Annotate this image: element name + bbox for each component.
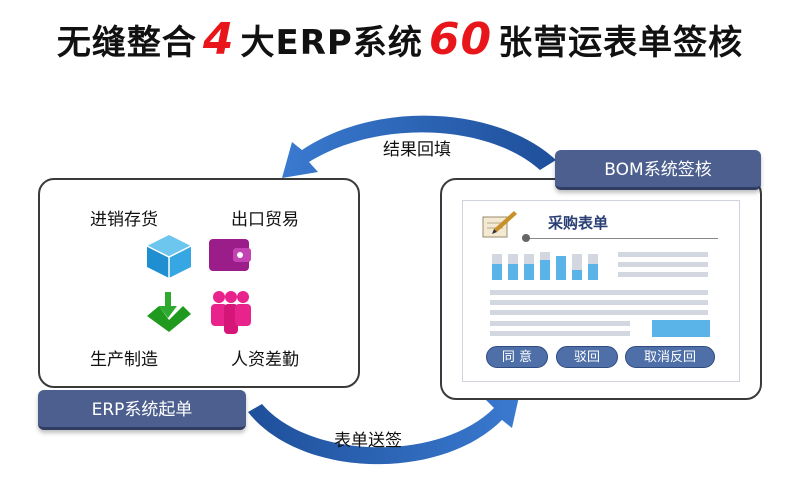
bom-signoff-tag: BOM系统签核 bbox=[555, 150, 761, 190]
approve-button[interactable]: 同 意 bbox=[486, 346, 548, 368]
divider-dot bbox=[522, 234, 530, 242]
form-submit-arrow bbox=[248, 392, 520, 465]
mini-bar-chart-icon bbox=[492, 252, 598, 280]
form-line bbox=[490, 331, 630, 336]
title-part1: 无缝整合 bbox=[56, 23, 197, 63]
form-highlight-block bbox=[652, 320, 710, 337]
form-line bbox=[618, 252, 708, 257]
title-number-4: 4 bbox=[202, 14, 235, 65]
erp-panel bbox=[38, 178, 360, 388]
title-part3: 张营运表单签核 bbox=[498, 23, 744, 63]
result-backfill-arrow bbox=[282, 115, 556, 178]
form-line bbox=[490, 300, 708, 305]
item-inventory-label: 进销存货 bbox=[90, 210, 158, 230]
item-hr-attendance-label: 人资差勤 bbox=[231, 350, 299, 370]
people-icon bbox=[211, 291, 251, 334]
form-title: 采购表单 bbox=[548, 214, 609, 232]
form-line bbox=[490, 290, 708, 295]
title-number-60: 60 bbox=[428, 14, 493, 65]
form-line bbox=[490, 321, 630, 326]
form-title-divider bbox=[526, 238, 718, 239]
form-line bbox=[618, 262, 708, 267]
form-line bbox=[490, 310, 708, 315]
inbound-arrow-icon bbox=[147, 292, 191, 332]
erp-origin-tag: ERP系统起单 bbox=[38, 390, 246, 430]
form-line bbox=[618, 272, 708, 277]
title-part2: 大ERP系统 bbox=[240, 23, 423, 63]
item-export-trade-label: 出口贸易 bbox=[231, 210, 299, 230]
form-submit-label: 表单送签 bbox=[334, 431, 402, 451]
wallet-icon bbox=[209, 239, 251, 271]
pen-paper-icon bbox=[482, 211, 517, 238]
cancel-return-button[interactable]: 取消反回 bbox=[625, 346, 715, 368]
result-backfill-label: 结果回填 bbox=[383, 140, 451, 160]
item-manufacturing-label: 生产制造 bbox=[90, 350, 158, 370]
reject-button[interactable]: 驳回 bbox=[556, 346, 618, 368]
cube-icon bbox=[146, 235, 192, 278]
